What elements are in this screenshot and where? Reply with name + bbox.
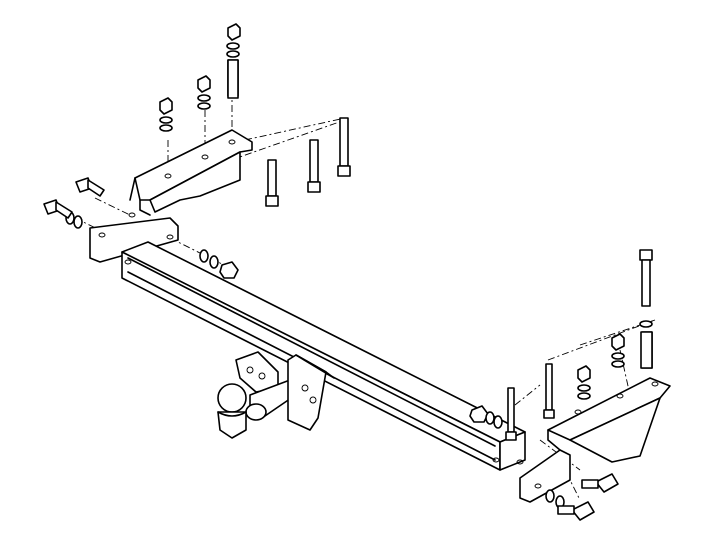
bolt: [227, 59, 351, 207]
nut: [159, 23, 625, 423]
side-bolt-right: [557, 473, 619, 521]
hitch-crossbar: [121, 241, 526, 471]
spacer-sleeve: [227, 59, 653, 369]
left-bracket: [89, 129, 253, 263]
side-bolt-left: [43, 177, 105, 219]
washer: [65, 42, 653, 509]
crossbar-end-holes: [124, 259, 524, 465]
ball-mount-plate: [287, 354, 335, 431]
right-bracket: [519, 377, 671, 503]
